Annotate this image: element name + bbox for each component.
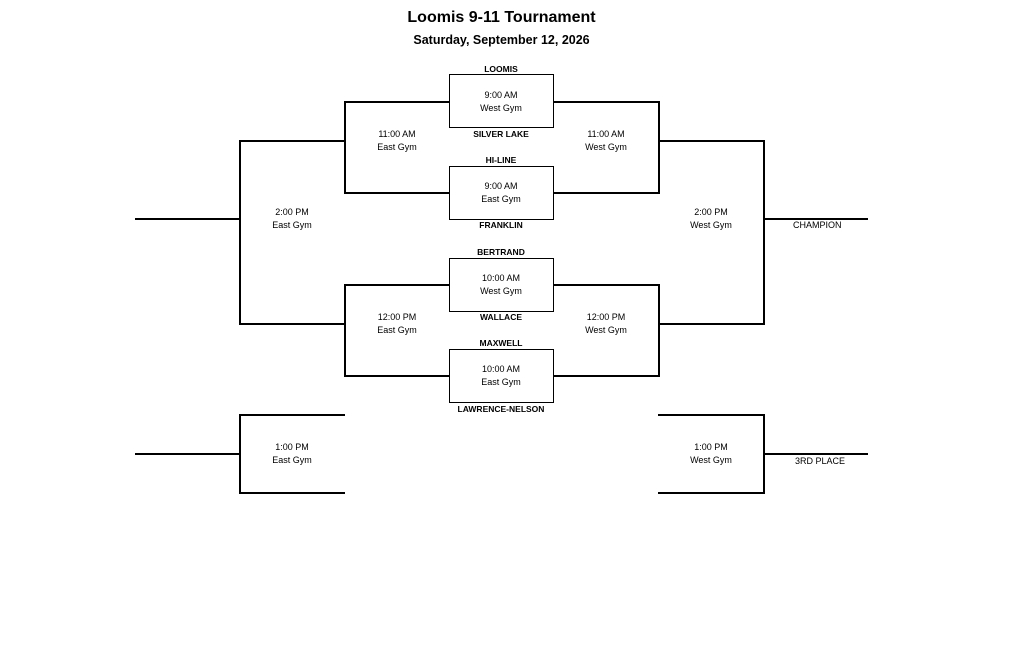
game-time: 1:00 PM [694,442,728,452]
bracket-line [239,492,345,494]
game-time: 10:00 AM [481,364,521,374]
semifinal-left-top-info: 11:00 AM East Gym [342,128,452,154]
bracket-line [344,284,450,286]
game-location: West Gym [690,220,732,230]
bracket-line [239,140,241,325]
bracket-line [344,101,346,194]
team-wallace: WALLACE [479,312,523,322]
semifinal-left-bottom-info: 12:00 PM East Gym [342,311,452,337]
semifinal-right-bottom-info: 12:00 PM West Gym [551,311,661,337]
game-4-info: 10:00 AM East Gym [446,363,556,389]
bracket-line [763,218,868,220]
game-time: 12:00 PM [586,312,626,322]
third-place-left-info: 1:00 PM East Gym [237,441,347,467]
game-time: 1:00 PM [275,442,309,452]
third-place-label: 3RD PLACE [795,456,846,466]
final-right-info: 2:00 PM West Gym [656,206,766,232]
bracket-line [658,140,764,142]
team-loomis: LOOMIS [484,64,518,74]
bracket-line [239,323,345,325]
game-location: West Gym [585,142,627,152]
game-location: West Gym [480,286,522,296]
game-location: West Gym [690,455,732,465]
bracket-line [553,375,659,377]
game-3-info: 10:00 AM West Gym [446,272,556,298]
bracket-line [239,140,345,142]
bracket-line [763,453,868,455]
bracket-line [658,492,764,494]
bracket-line [344,284,346,377]
bracket-line [658,323,764,325]
game-time: 12:00 PM [377,312,417,322]
team-silver-lake: SILVER LAKE [473,129,529,139]
game-time: 2:00 PM [694,207,728,217]
team-bertrand: BERTRAND [477,247,525,257]
bracket-line [553,284,659,286]
team-franklin: FRANKLIN [479,220,523,230]
bracket-line [763,140,765,325]
game-time: 10:00 AM [481,273,521,283]
game-2-info: 9:00 AM East Gym [446,180,556,206]
bracket-line [658,101,660,194]
team-maxwell: MAXWELL [479,338,523,348]
bracket-line [344,101,450,103]
game-time: 11:00 AM [587,129,625,139]
team-lawrence-nelson: LAWRENCE-NELSON [457,404,545,414]
game-1-info: 9:00 AM West Gym [446,89,556,115]
bracket-line [344,192,450,194]
game-location: West Gym [585,325,627,335]
game-location: East Gym [377,142,417,152]
champion-label: CHAMPION [793,220,842,230]
game-time: 11:00 AM [378,129,416,139]
bracket-line [553,192,659,194]
game-time: 2:00 PM [275,207,309,217]
game-location: West Gym [480,103,522,113]
bracket-line [553,101,659,103]
bracket-line [658,284,660,377]
game-time: 9:00 AM [484,90,518,100]
bracket-line [135,218,240,220]
game-location: East Gym [481,194,521,204]
tournament-title: Loomis 9-11 Tournament [407,9,596,26]
game-location: East Gym [377,325,417,335]
bracket-line [658,414,764,416]
game-time: 9:00 AM [484,181,518,191]
team-hi-line: HI-LINE [485,155,517,165]
game-location: East Gym [272,220,312,230]
semifinal-right-top-info: 11:00 AM West Gym [551,128,661,154]
game-location: East Gym [481,377,521,387]
bracket-line [135,453,240,455]
bracket-line [239,414,345,416]
bracket-line [344,375,450,377]
third-place-right-info: 1:00 PM West Gym [656,441,766,467]
game-location: East Gym [272,455,312,465]
final-left-info: 2:00 PM East Gym [237,206,347,232]
tournament-date: Saturday, September 12, 2026 [413,33,590,47]
